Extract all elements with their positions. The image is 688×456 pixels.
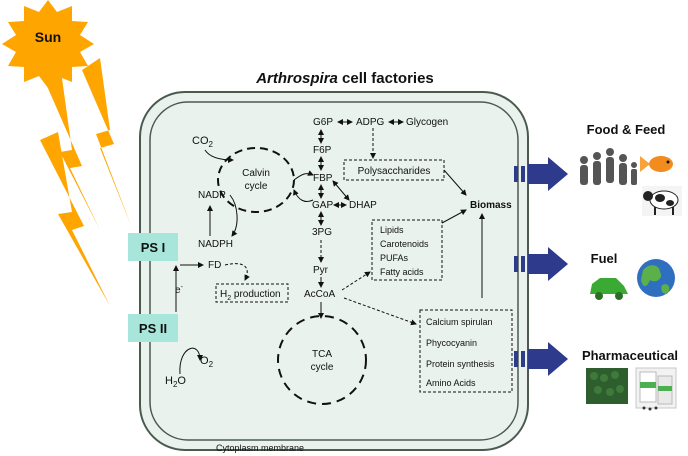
ps2-label: PS II [139,321,167,336]
ps2-box [128,314,178,342]
food-output-arrow-icon [514,157,568,191]
supplement-box-icon [635,367,677,411]
dhap-label: DHAP [349,200,377,211]
membrane-label: Cytoplasm membrane [216,443,304,453]
biomass-label: Biomass [470,200,512,211]
glycogen-label: Glycogen [406,117,448,128]
fuel-label: Fuel [591,251,618,266]
gap-label: GAP [312,200,333,211]
lipids-biomass-arrow [441,209,467,224]
diagram-title: Arthrospira cell factories [255,70,434,87]
lipids-box [371,219,443,281]
sun-icon [2,0,94,88]
calvin-fbp-arrow [293,170,314,181]
calcium-item: Protein synthesis [426,359,495,369]
lipids-item: Fatty acids [380,267,424,277]
pharma-output-arrow-icon [514,342,568,376]
nadp-nadph-arrow [229,194,238,237]
polysaccharides-label: Polysaccharides [358,166,431,177]
people-silhouette-icon [580,148,637,185]
3pg-label: 3PG [312,227,332,238]
electron-label: e- [175,284,184,296]
fd-h2-arrow [224,263,250,281]
polysaccharides-biomass-arrow [443,169,467,196]
ps1-box [128,233,178,261]
calcium-box [419,309,513,393]
adpg-label: ADPG [356,117,385,128]
accoa-calcium-arrow [343,297,417,326]
fd-label: FD [208,260,221,271]
food-feed-label: Food & Feed [587,122,666,137]
nadp-label: NADP [198,190,226,201]
calcium-item: Phycocyanin [426,338,477,348]
fbp-label: FBP [313,173,333,184]
accoa-label: AcCoA [304,289,335,300]
lipids-item: Carotenoids [380,239,429,249]
water-label: H2O [165,375,186,389]
ps1-label: PS I [141,240,166,255]
lipids-item: PUFAs [380,253,409,263]
h2-production-box [215,283,289,303]
sunlight-bolt-icon [82,58,132,228]
cow-icon [642,186,682,216]
sunlight-bolt-icon [40,64,100,230]
accoa-lipids-arrow [341,271,371,291]
f6p-label: F6P [313,145,332,156]
pharmaceutical-label: Pharmaceutical [582,348,678,363]
pyr-label: Pyr [313,265,329,276]
spirulina-tablets-icon [586,368,628,404]
g6p-label: G6P [313,117,333,128]
goldfish-icon [640,156,673,172]
co2-arrow [204,149,234,163]
sunlight-bolt-icon [40,132,110,306]
tca-cycle [277,315,367,405]
fbp-dhap-arrow [332,180,350,201]
tca-cycle-label-1: TCA [312,349,332,360]
sun-label: Sun [35,29,61,45]
calcium-item: Amino Acids [426,378,476,388]
fuel-output-arrow-icon [514,247,568,281]
calvin-cycle-label-1: Calvin [242,168,270,179]
gap-calvin-arrow [293,189,314,203]
calcium-item: Calcium spirulan [426,317,493,327]
nadph-label: NADPH [198,239,233,250]
water-split-arrow [179,347,203,375]
earth-globe-icon [637,259,675,297]
tca-cycle-label-2: cycle [311,362,334,373]
h2-production-label: H2 production [220,289,281,302]
lipids-item: Lipids [380,225,404,235]
green-car-icon [586,272,630,302]
co2-label: CO2 [192,135,214,149]
calvin-cycle-label-2: cycle [245,181,268,192]
oxygen-label: O2 [200,355,214,369]
